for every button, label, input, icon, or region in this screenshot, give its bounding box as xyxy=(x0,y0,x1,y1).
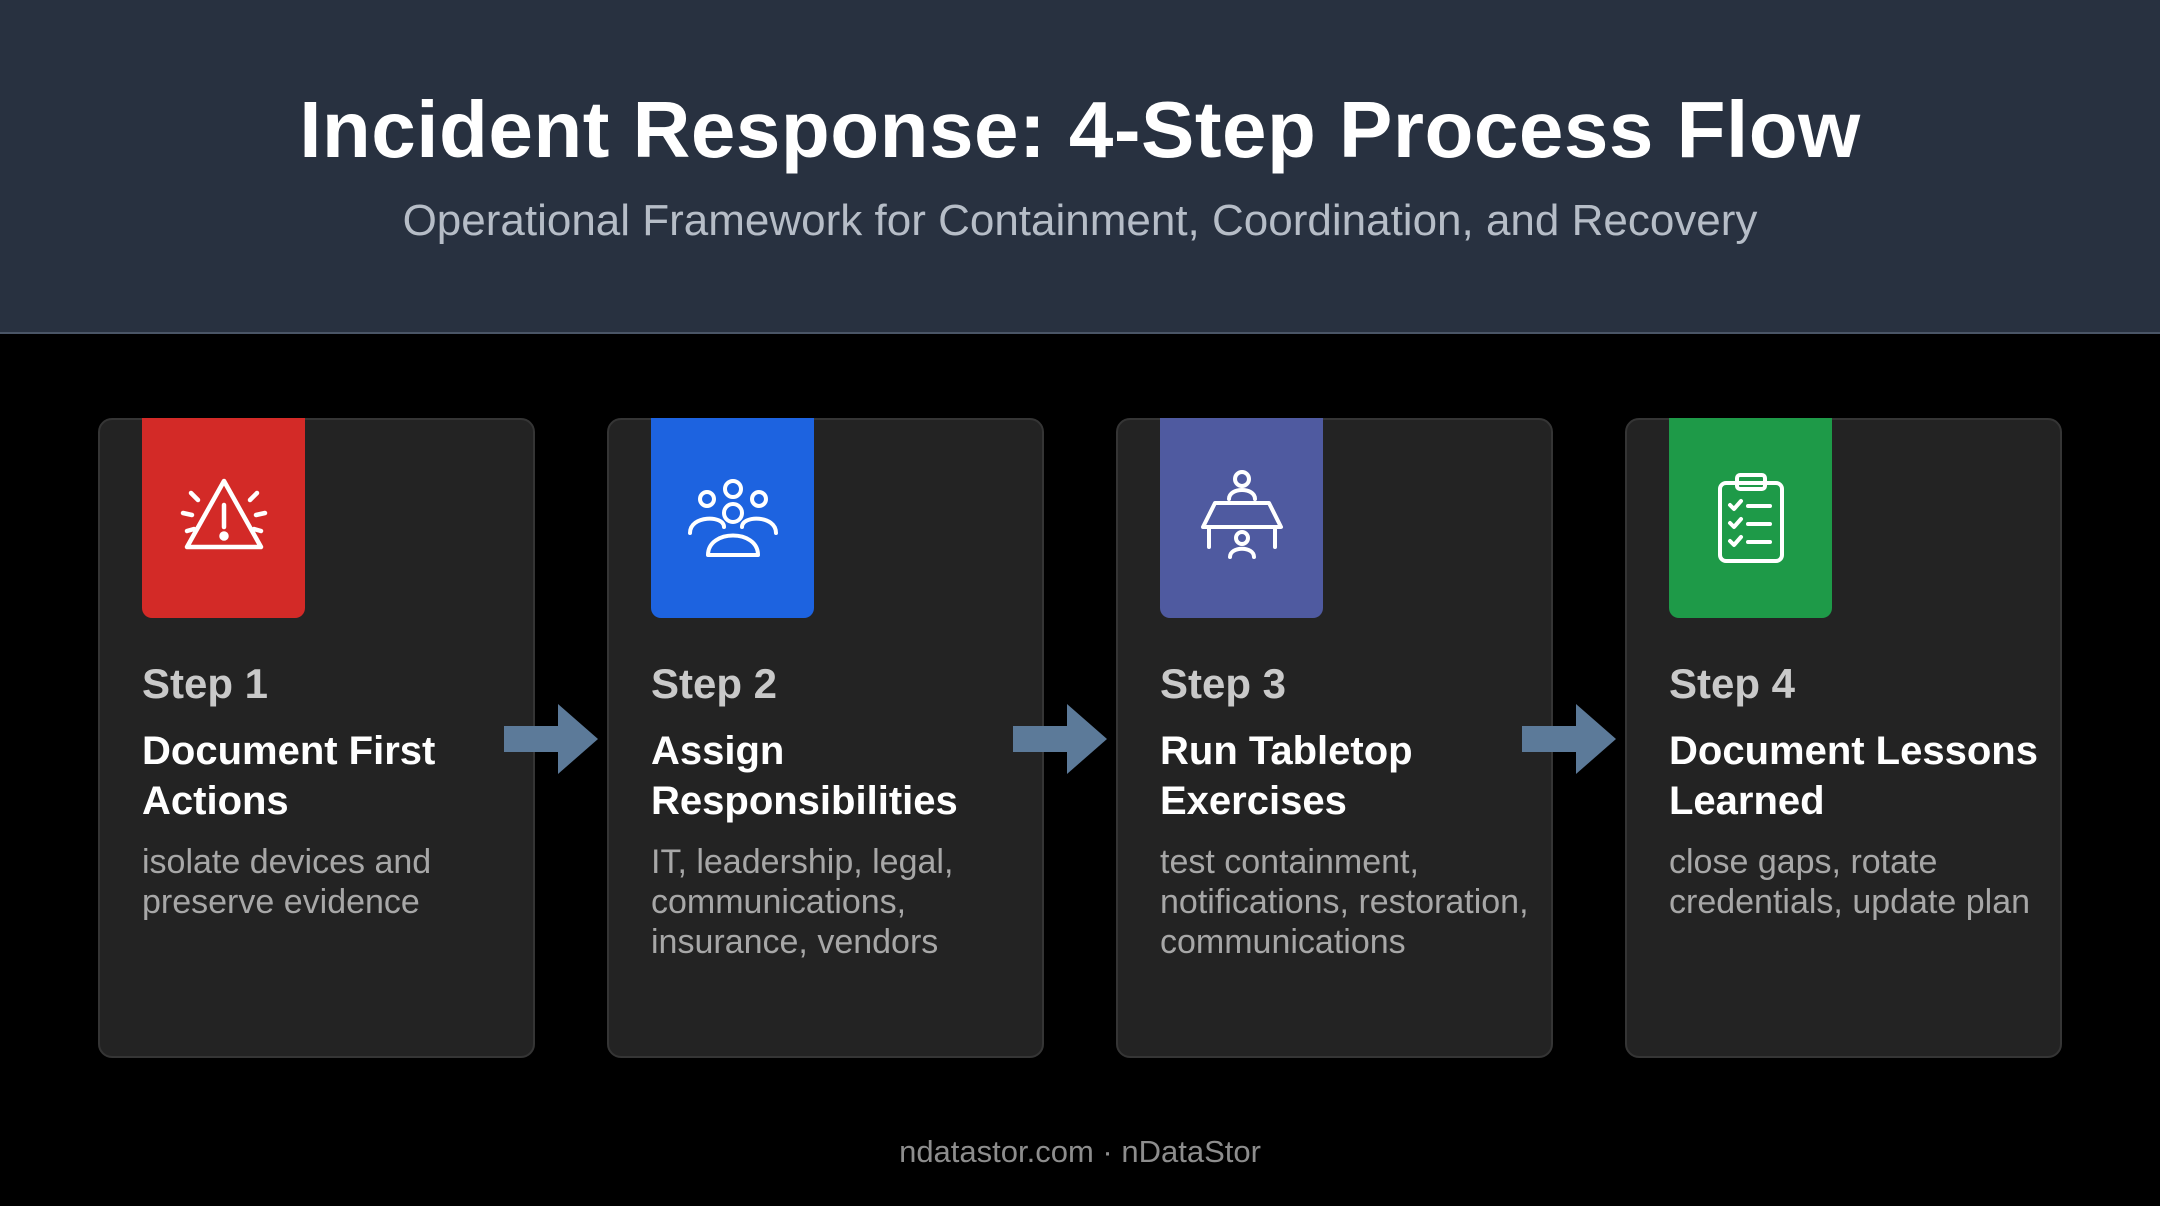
tabletop-meeting-icon xyxy=(1200,470,1283,559)
flow-arrow-3 xyxy=(1522,704,1616,774)
step-description: test containment, notifications, restora… xyxy=(1160,843,1529,961)
page-title: Incident Response: 4-Step Process Flow xyxy=(299,85,1861,174)
step-card-3: Step 3 Run Tabletop Exercises test conta… xyxy=(1116,418,1553,1058)
step-label: Step 4 xyxy=(1669,660,1796,707)
step-icon-tab xyxy=(651,418,814,618)
step-card-2: Step 2 Assign Responsibilities IT, leade… xyxy=(607,418,1044,1058)
footer-credit: ndatastor.com · nDataStor xyxy=(899,1134,1261,1169)
step-title: Document First Actions xyxy=(142,729,436,823)
step-label: Step 1 xyxy=(142,660,269,707)
step-label: Step 3 xyxy=(1160,660,1287,707)
step-title: Document Lessons Learned xyxy=(1669,729,2038,823)
step-card-4: Step 4 Document Lessons Learned close ga… xyxy=(1625,418,2062,1058)
step-description: IT, leadership, legal, communications, i… xyxy=(651,843,954,961)
warning-triangle-icon xyxy=(180,478,267,550)
step-card-1: Step 1 Document First Actions isolate de… xyxy=(98,418,535,1058)
flow-arrow-1 xyxy=(504,704,598,774)
step-icon-tab xyxy=(1669,418,1832,618)
step-label: Step 2 xyxy=(651,660,778,707)
header-banner: Incident Response: 4-Step Process Flow O… xyxy=(0,0,2160,334)
team-group-icon xyxy=(687,479,778,557)
step-icon-tab xyxy=(142,418,305,618)
step-title: Assign Responsibilities xyxy=(651,729,958,823)
step-title: Run Tabletop Exercises xyxy=(1160,729,1413,823)
step-icon-tab xyxy=(1160,418,1323,618)
step-description: close gaps, rotate credentials, update p… xyxy=(1669,843,2031,921)
flow-arrow-2 xyxy=(1013,704,1107,774)
step-description: isolate devices and preserve evidence xyxy=(142,843,432,921)
page-subtitle: Operational Framework for Containment, C… xyxy=(402,196,1758,245)
clipboard-checklist-icon xyxy=(1717,473,1784,563)
